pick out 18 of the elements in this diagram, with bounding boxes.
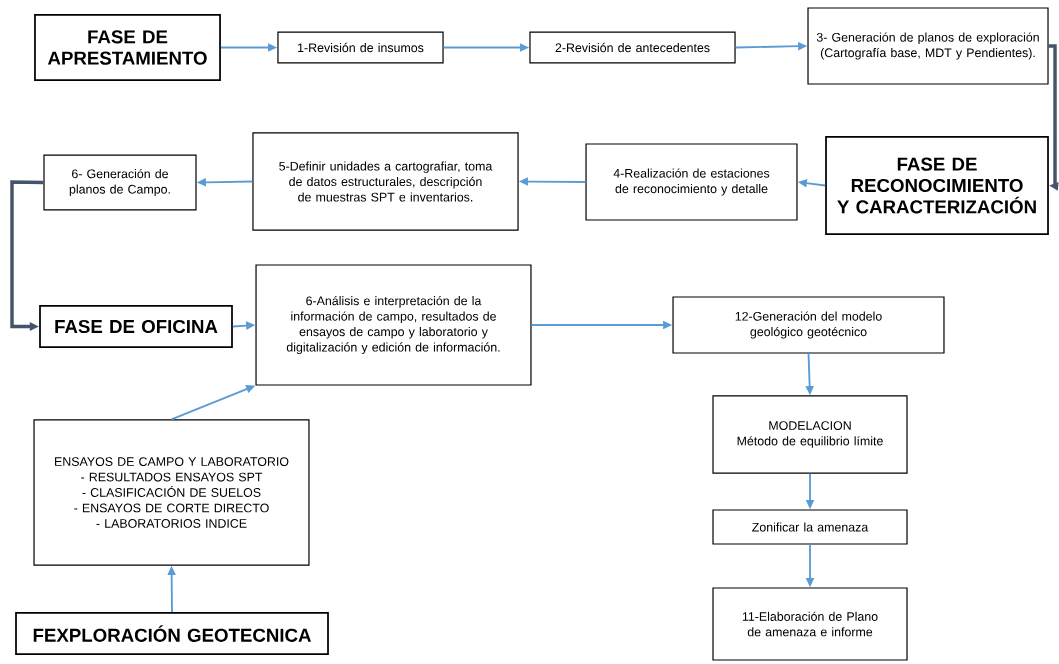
process-box: MODELACION Método de equilibrio límite [712, 395, 908, 474]
arrow [10, 180, 44, 331]
process-box: 5-Definir unidades a cartografiar, toma de datos estructurales, descripción de muestras SPT e inventarios. [252, 132, 519, 231]
process-box: ENSAYOS DE CAMPO Y LABORATORIO - RESULTADOS ENSAYOS SPT - CLASIFICACIÓN DE SUELOS - ENSAYOS DE CORTE DIRECTO - LABORATORIOS INDICE [33, 419, 310, 566]
process-box: 3- Generación de planos de exploración (Cartografía base, MDT y Pendientes). [807, 7, 1049, 85]
process-box: 1-Revisión de insumos [277, 31, 444, 64]
arrow [1048, 44, 1059, 191]
process-box: Zonificar la amenaza [712, 509, 908, 545]
phase-box: FASE DE APRESTAMIENTO [34, 14, 221, 81]
phase-box: FASE DE RECONOCIMIENTO Y CARACTERIZACIÓN [825, 136, 1049, 235]
process-box: 12-Generación del modelo geológico geotécnico [672, 296, 945, 354]
process-box: 11-Elaboración de Plano de amenaza e informe [712, 587, 908, 661]
process-box: 6- Generación de planos de Campo. [43, 154, 197, 211]
process-box: 2-Revisión de antecedentes [529, 31, 736, 64]
phase-box: FEXPLORACIÓN GEOTECNICA [15, 612, 329, 655]
process-box: 6-Análisis e interpretación de la información de campo, resultados de ensayos de campo y laboratorio y digitalización y edición de información. [255, 264, 532, 386]
process-box: 4-Realización de estaciones de reconocimiento y detalle [585, 143, 798, 221]
phase-box: FASE DE OFICINA [39, 305, 233, 348]
